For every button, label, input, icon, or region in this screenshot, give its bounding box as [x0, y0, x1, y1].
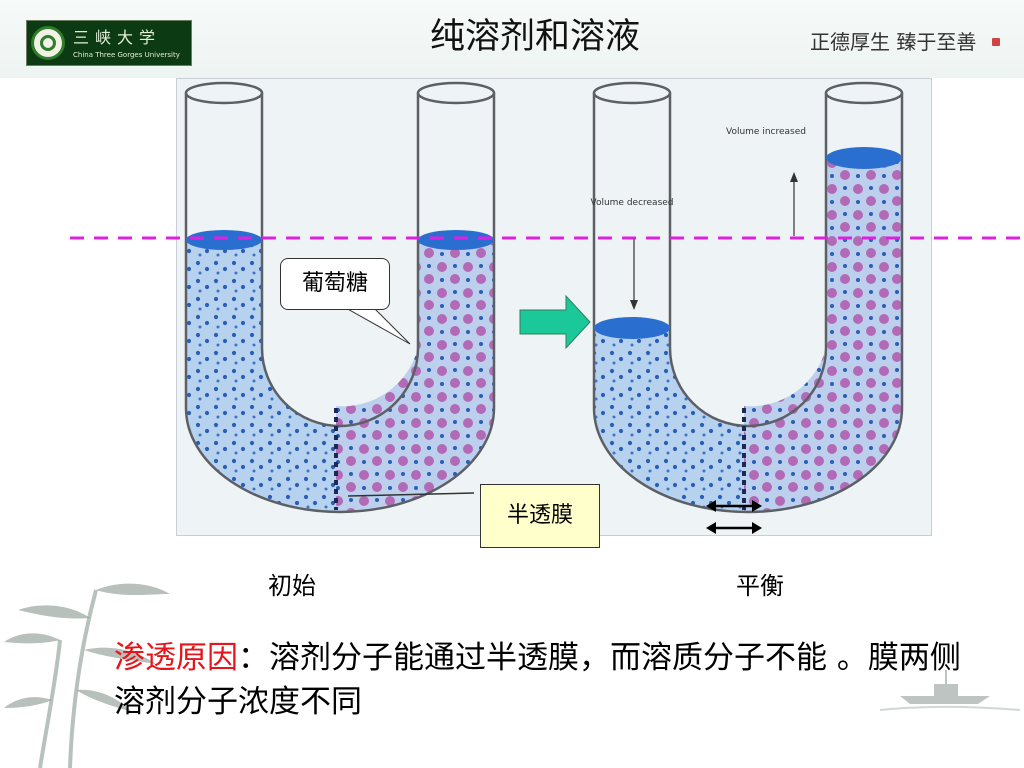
meniscus-right	[418, 230, 494, 250]
tube-rim-left	[592, 81, 672, 105]
logo-emblem-icon	[31, 26, 65, 60]
osmosis-diagram: Volume decreased Volume increased	[176, 78, 932, 536]
membrane-callout: 半透膜	[480, 484, 600, 548]
meniscus-right	[826, 147, 902, 169]
logo-script-text: 三峡大学	[73, 28, 162, 47]
tube-rim-right	[824, 81, 904, 105]
volume-increased-label: Volume increased	[726, 127, 806, 137]
bamboo-decoration-icon	[4, 583, 170, 768]
tube-rim-right	[416, 81, 496, 105]
u-tube-initial	[184, 81, 496, 514]
process-arrow-icon	[519, 294, 591, 350]
caption-initial: 初始	[268, 572, 316, 600]
tube-rim-left	[184, 81, 264, 105]
meniscus-left	[186, 230, 262, 250]
tube-outline	[184, 93, 496, 514]
university-logo: 三峡大学 China Three Gorges University	[26, 20, 192, 66]
boat-decoration-icon	[880, 670, 1020, 711]
meniscus-left	[594, 317, 670, 339]
solution-fill	[336, 240, 494, 513]
volume-decreased-label: Volume decreased	[590, 198, 673, 208]
volume-decreased-arrowhead	[630, 300, 638, 310]
seal-stamp-icon	[992, 38, 1000, 46]
osmosis-reason-text: ：溶剂分子能通过半透膜，而溶质分子不能 。膜两侧溶剂分子浓度不同	[114, 640, 961, 720]
university-motto: 正德厚生 臻于至善	[810, 30, 977, 54]
glucose-callout: 葡萄糖	[280, 258, 390, 310]
logo-emblem-inner	[40, 35, 56, 51]
caption-equilibrium: 平衡	[736, 572, 784, 600]
osmosis-explanation: 渗透原因：溶剂分子能通过半透膜，而溶质分子不能 。膜两侧溶剂分子浓度不同	[114, 636, 974, 724]
solution-fill	[744, 158, 902, 513]
slide-title: 纯溶剂和溶液	[429, 17, 640, 57]
volume-increased-arrowhead	[790, 172, 798, 182]
u-tube-equilibrium: Volume decreased Volume increased	[590, 81, 904, 514]
osmosis-reason-label: 渗透原因	[114, 640, 238, 676]
logo-english-text: China Three Gorges University	[73, 51, 180, 59]
tube-outline	[592, 93, 904, 514]
